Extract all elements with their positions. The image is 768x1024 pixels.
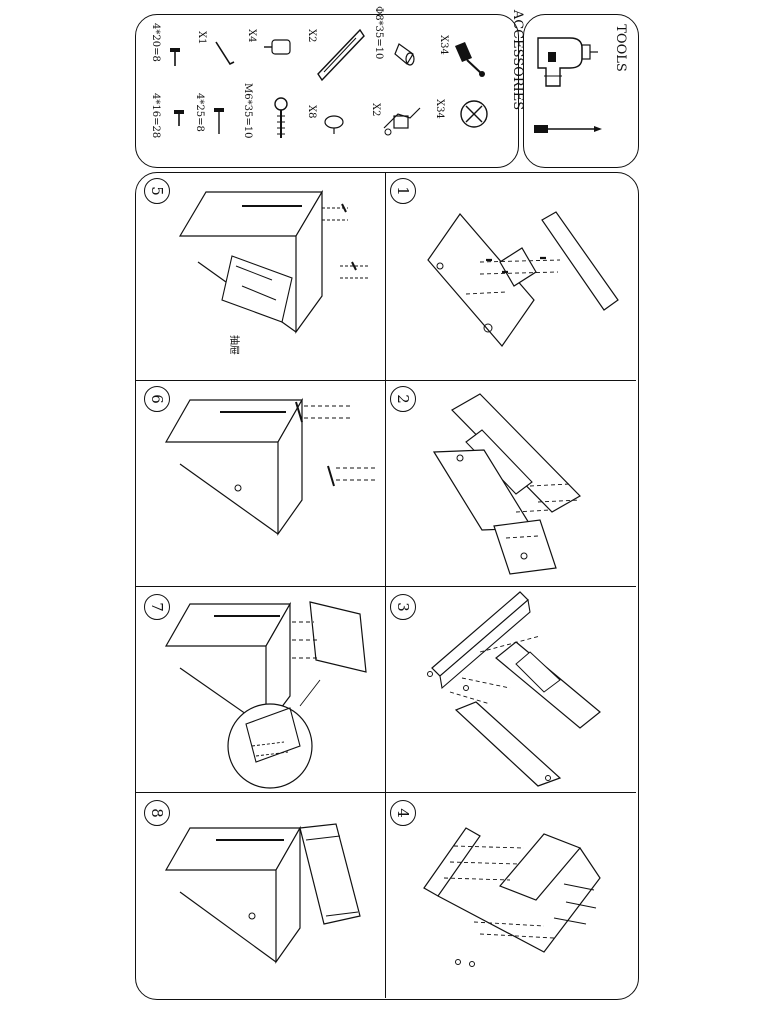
cam-lock-qty: X34 [434,99,445,119]
grid-divider-2 [136,586,636,587]
tools-panel [523,14,639,168]
cam-lock-icon [460,100,488,128]
knob-qty: X8 [306,105,317,119]
cam-bolt-qty: X34 [438,35,449,55]
step-1-illustration [427,211,619,347]
step-badge-6: 6 [144,386,170,412]
eye-bolt-icon [274,97,288,138]
accessories-title: ACCESSORIES [510,9,525,111]
allen-key-icon [215,41,235,66]
step-badge-5: 5 [144,178,170,204]
cam-bolt-icon [455,42,485,77]
knob-icon [324,115,344,134]
step-badge-4: 4 [390,800,416,826]
small-screw-spec: 4*25=8 [194,93,205,132]
step-badge-7: 7 [144,594,170,620]
step-5-annotation: 抽屉 [228,335,239,355]
step-5-illustration [178,189,368,334]
step-4-illustration [423,827,601,967]
step-badge-2: 2 [390,386,416,412]
step-badge-3: 3 [390,594,416,620]
grid-divider-vertical [385,173,386,998]
grid-divider-3 [136,792,636,793]
tools-title: TOOLS [613,24,628,72]
screw-spec: 4*20=8 [150,23,161,62]
shelf-support-pin-icon [264,39,291,55]
step-badge-1: 1 [390,178,416,204]
short-screw-icon [174,110,184,126]
short-screw-spec: 4*16=28 [150,93,161,139]
step-3-illustration [427,591,601,787]
eye-bolt-spec: M6*35=10 [242,83,253,139]
drawer-slide-qty: X2 [306,29,317,43]
step-2-illustration [432,393,581,575]
drill-icon [537,37,598,87]
step-7-illustration [164,601,367,789]
step-8-illustration [164,823,361,964]
hinge-icon [383,107,421,136]
screw-icon [170,48,180,66]
shelf-support-pin-qty: X4 [246,29,257,43]
dowel-spec: Φ8*35=10 [373,6,384,60]
grid-divider-1 [136,380,636,381]
dowel-icon [394,43,415,66]
hinge-qty: X2 [370,103,381,117]
step-badge-8: 8 [144,800,170,826]
step-6-illustration [164,397,376,536]
drawer-slide-icon [317,28,365,82]
small-screw-icon [214,108,224,134]
screwdriver-icon [534,125,602,133]
allen-key-qty: X1 [196,31,207,45]
accessories-panel [135,14,519,168]
